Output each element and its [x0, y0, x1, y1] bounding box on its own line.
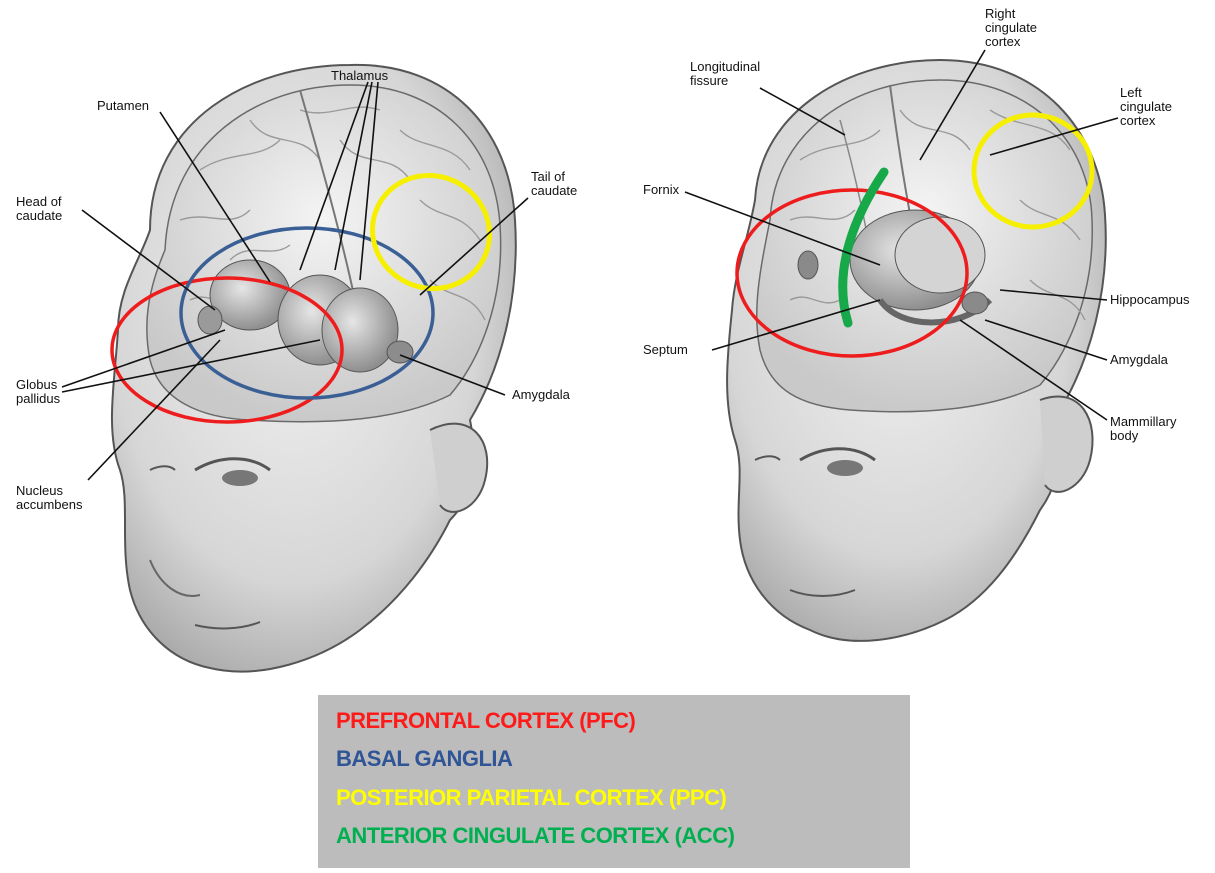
label-left-cingulate-cortex: Left cingulate cortex	[1120, 86, 1172, 128]
label-thalamus: Thalamus	[331, 69, 388, 83]
label-amygdala-right: Amygdala	[1110, 353, 1168, 367]
legend-item-pfc: PREFRONTAL CORTEX (PFC)	[336, 707, 635, 735]
label-amygdala-left: Amygdala	[512, 388, 570, 402]
legend-item-ppc: POSTERIOR PARIETAL CORTEX (PPC)	[336, 784, 726, 812]
label-putamen: Putamen	[97, 99, 149, 113]
label-fornix: Fornix	[643, 183, 679, 197]
label-hippocampus: Hippocampus	[1110, 293, 1190, 307]
label-mammillary-body: Mammillary body	[1110, 415, 1176, 443]
label-longitudinal-fissure: Longitudinal fissure	[690, 60, 760, 88]
label-head-of-caudate: Head of caudate	[16, 195, 62, 223]
legend-box: PREFRONTAL CORTEX (PFC) BASAL GANGLIA PO…	[318, 695, 910, 868]
label-right-cingulate-cortex: Right cingulate cortex	[985, 7, 1037, 49]
label-nucleus-accumbens: Nucleus accumbens	[16, 484, 82, 512]
right-head-illustration	[727, 60, 1106, 641]
label-globus-pallidus: Globus pallidus	[16, 378, 60, 406]
legend-item-acc: ANTERIOR CINGULATE CORTEX (ACC)	[336, 822, 734, 850]
label-septum: Septum	[643, 343, 688, 357]
left-head-illustration	[112, 65, 516, 672]
legend-item-basal-ganglia: BASAL GANGLIA	[336, 745, 512, 773]
label-tail-of-caudate: Tail of caudate	[531, 170, 577, 198]
